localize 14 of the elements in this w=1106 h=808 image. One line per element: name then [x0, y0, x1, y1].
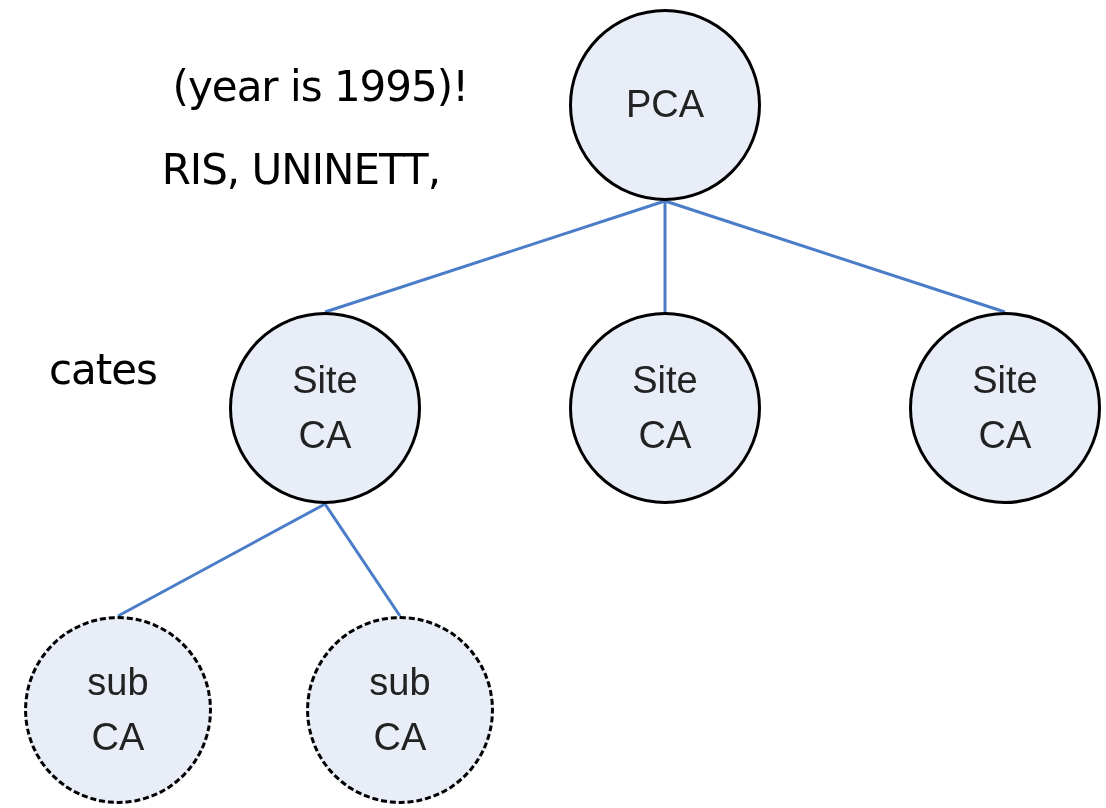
text-fragment: (year is 1995)!	[172, 62, 468, 111]
node-label: Site CA	[291, 357, 359, 458]
node-label: Site CA	[631, 357, 699, 458]
node-label: PCA	[624, 82, 706, 128]
text-fragment: cates	[48, 345, 157, 394]
node-label: Site CA	[971, 357, 1039, 458]
text-fragment: RIS, UNINETT,	[161, 145, 440, 194]
connector-line	[117, 502, 326, 618]
node-label: sub CA	[368, 659, 432, 760]
node-label: sub CA	[86, 659, 150, 760]
connector-line	[324, 199, 666, 314]
connector-line	[663, 201, 667, 312]
connector-line	[323, 503, 402, 617]
connector-line	[664, 199, 1006, 314]
